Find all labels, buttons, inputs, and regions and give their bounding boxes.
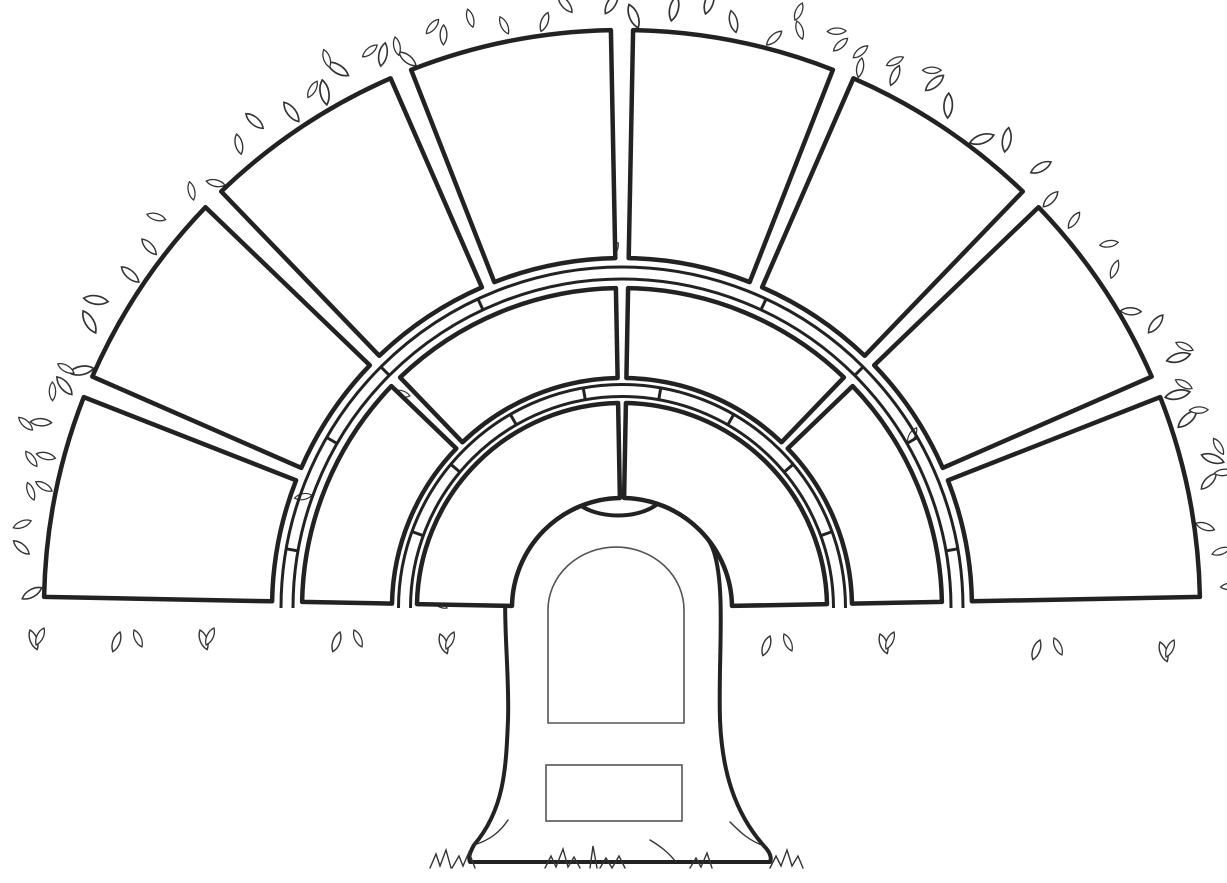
leaf-icon [186, 181, 196, 201]
leaf-icon [233, 133, 245, 155]
leaf-icon [602, 0, 621, 16]
leaf-icon [667, 0, 681, 22]
leaf-icon [34, 479, 53, 494]
leaf-icon [49, 382, 55, 401]
leaf-icon [119, 264, 141, 285]
leaf-icon [321, 49, 333, 69]
connector-rung-1-8 [821, 532, 832, 536]
leaf-icon [361, 43, 380, 60]
connector-rung-2-2 [327, 438, 337, 444]
leaf-icon [131, 629, 145, 649]
leaf-icon [206, 178, 226, 189]
connector-rung-2-8 [946, 549, 958, 551]
leaf-icon [702, 0, 717, 15]
connector-rung-2-5 [761, 299, 766, 310]
leaf-icon [351, 629, 365, 649]
leaf-icon [392, 36, 402, 56]
leaf-icon [923, 72, 946, 93]
leaf-icon [943, 93, 953, 118]
leaf-icon [56, 361, 75, 376]
leaf-icon [538, 11, 551, 32]
leaf-icon [12, 518, 32, 531]
leaf-icon [851, 43, 869, 60]
leaf-icon [110, 631, 124, 653]
leaf-icon [1108, 259, 1121, 279]
leaf-icon [831, 36, 849, 53]
leaf-icon [1211, 545, 1227, 557]
leaf-icon [792, 2, 805, 22]
leaf-icon [1099, 239, 1118, 248]
leaf-icon [1145, 313, 1165, 336]
leaf-icon [377, 42, 389, 67]
leaf-icon [1166, 350, 1192, 365]
leaf-icon [243, 111, 265, 132]
leaf-icon [1066, 210, 1083, 230]
leaf-icon [968, 131, 995, 147]
leaf-icon [1175, 340, 1195, 353]
leaf-icon [555, 0, 575, 15]
leaf-icon [318, 79, 331, 105]
leaf-icon [887, 64, 902, 87]
leaf-icon [764, 29, 784, 48]
connector-rung-1-2 [451, 464, 460, 472]
leaf-icon [54, 374, 75, 397]
leaf-icon [1195, 520, 1216, 533]
leaf-icon [885, 54, 905, 68]
leaf-icon [36, 451, 57, 462]
leaf-icon [760, 635, 774, 657]
leaf-icon [923, 67, 942, 73]
portrait-frame[interactable] [548, 547, 684, 723]
leaf-icon [20, 584, 43, 602]
connector-rung-2-4 [478, 299, 483, 310]
leaf-icon [23, 449, 39, 468]
leaf-icon [1051, 637, 1065, 657]
connector-rung-2-1 [286, 549, 298, 551]
leaf-icon [11, 538, 31, 557]
leaf-icon [1220, 582, 1227, 590]
leaf-icon [79, 309, 99, 335]
leaf-icon [781, 633, 795, 653]
leaf-icon [794, 20, 806, 40]
leaf-icon [305, 80, 320, 99]
leaf-icon [424, 17, 441, 35]
leaf-icon [465, 8, 476, 28]
leaf-icon [30, 418, 52, 426]
leaf-icon [1211, 437, 1226, 456]
leaf-icon [24, 481, 37, 501]
leaf-icon [146, 211, 166, 223]
leaf-icon [625, 3, 642, 29]
connector-rung-1-5 [659, 388, 661, 400]
leaf-icon [827, 28, 846, 35]
leaf-icon [727, 10, 739, 33]
leaf-icon [1030, 639, 1044, 661]
connector-rung-1-6 [728, 414, 734, 424]
leaf-icon [1164, 388, 1191, 402]
leaf-icon [1041, 189, 1061, 209]
connector-rung-2-6 [855, 367, 864, 376]
leaf-icon [281, 100, 302, 124]
leaf-icon [1029, 159, 1053, 177]
leaf-icon [1189, 407, 1208, 414]
connector-rung-1-3 [510, 414, 516, 424]
connector-rung-2-3 [381, 367, 390, 376]
leaf-icon [1120, 307, 1141, 315]
leaf-icon [139, 237, 159, 257]
leaf-icon [294, 492, 312, 501]
leaf-icon [497, 15, 511, 35]
leaf-icon [1001, 127, 1013, 153]
connector-rung-1-4 [583, 388, 585, 400]
connector-rung-1-7 [784, 464, 793, 472]
name-plate[interactable] [546, 765, 682, 821]
leaf-icon [83, 294, 109, 306]
leaf-icon [440, 25, 447, 45]
leaf-icon [330, 631, 344, 653]
leaf-icon [855, 57, 865, 78]
connector-rung-1-1 [412, 532, 423, 536]
